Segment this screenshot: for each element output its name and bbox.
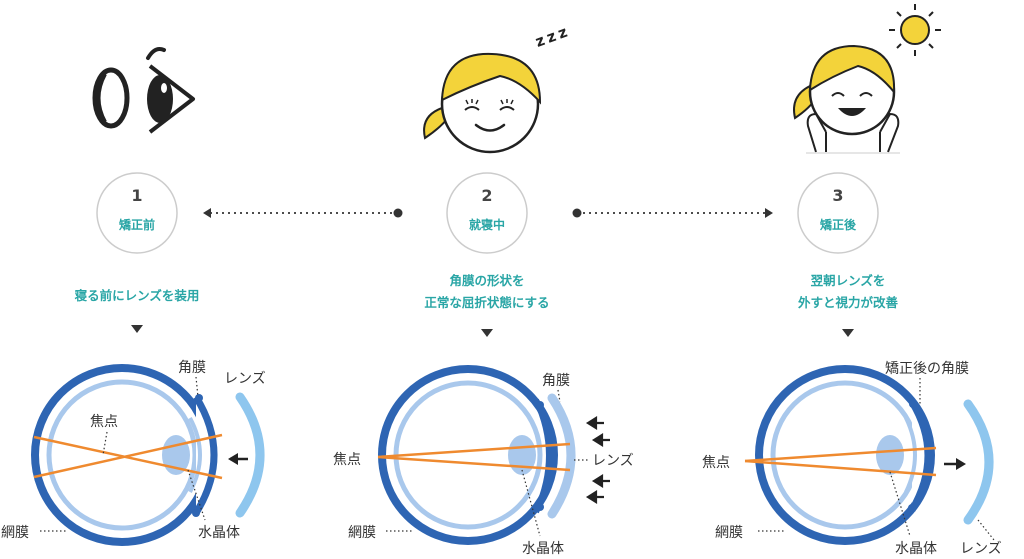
step-1-circle bbox=[96, 172, 178, 254]
step-2-caption: 角膜の形状を 正常な屈折状態にする bbox=[424, 273, 550, 310]
step-2-title: 就寝中 bbox=[468, 218, 505, 232]
step-1-title: 矯正前 bbox=[118, 218, 155, 232]
sun-icon bbox=[889, 4, 941, 56]
eye-diagram-3 bbox=[744, 365, 995, 545]
eye2-retina-label: 網膜 bbox=[348, 525, 376, 541]
down-arrow-2 bbox=[481, 329, 493, 337]
step-1-caption: 寝る前にレンズを装用 bbox=[74, 288, 200, 303]
step-3-circle bbox=[797, 172, 879, 254]
eye1-retina-label: 網膜 bbox=[1, 525, 29, 541]
down-arrow-1 bbox=[131, 325, 143, 333]
eye3-retina-label: 網膜 bbox=[715, 525, 743, 541]
connector-left bbox=[203, 208, 403, 218]
eye3-focus-label: 焦点 bbox=[702, 455, 730, 471]
eye-diagram-1 bbox=[31, 364, 265, 546]
sleeping-girl-icon bbox=[423, 52, 542, 154]
step-3-caption: 翌朝レンズを 外すと視力が改善 bbox=[797, 273, 898, 310]
eye1-focus-label: 焦点 bbox=[90, 414, 118, 430]
eye3-cornea-label: 矯正後の角膜 bbox=[885, 361, 969, 377]
eye2-focus-label: 焦点 bbox=[333, 452, 361, 468]
eye3-crystalline-label: 水晶体 bbox=[895, 541, 937, 557]
down-arrow-3 bbox=[842, 329, 854, 337]
step-2-circle bbox=[446, 172, 528, 254]
eye-diagram-2 bbox=[377, 365, 610, 545]
step-3-number: 3 bbox=[832, 186, 844, 205]
eye2-cornea-label: 角膜 bbox=[542, 373, 570, 389]
eye1-cornea-label: 角膜 bbox=[178, 360, 206, 376]
eye2-crystalline-label: 水晶体 bbox=[522, 541, 564, 557]
eye1-lens-label: レンズ bbox=[224, 371, 266, 387]
eye1-crystalline-label: 水晶体 bbox=[198, 525, 240, 541]
step-1-number: 1 bbox=[131, 186, 143, 205]
eye2-lens-label: レンズ bbox=[592, 453, 634, 469]
step-2-number: 2 bbox=[481, 186, 493, 205]
step-3-title: 矯正後 bbox=[819, 218, 856, 232]
pressure-arrows bbox=[585, 416, 610, 504]
eye3-lens-label: レンズ bbox=[960, 541, 1002, 557]
waking-girl-with-sun-icon bbox=[793, 4, 941, 154]
connector-right bbox=[572, 208, 773, 218]
eye-and-contact-lens-icon bbox=[92, 47, 195, 134]
